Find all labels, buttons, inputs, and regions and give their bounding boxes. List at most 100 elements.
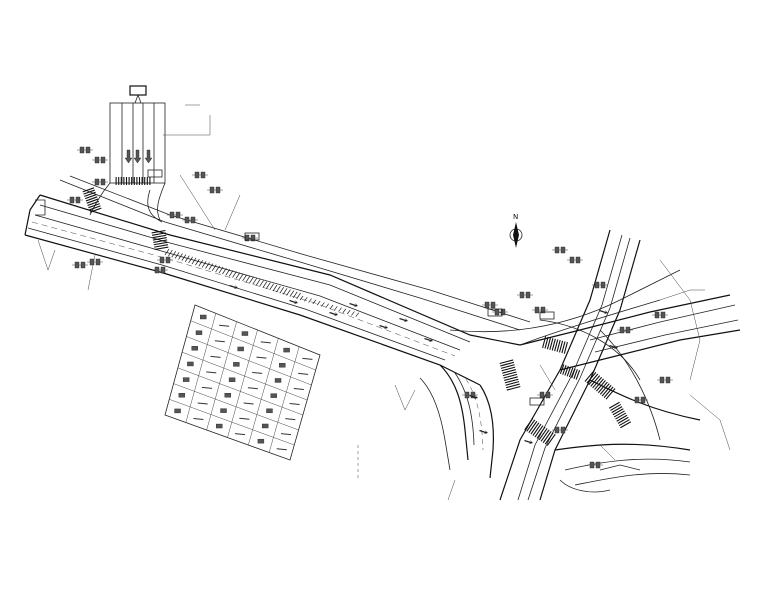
crossing-stripe — [568, 367, 574, 378]
south-branch-road — [419, 364, 495, 479]
crossing-stripe — [544, 336, 549, 349]
crossing-stripe — [599, 383, 610, 395]
lane-arrow-icon — [229, 285, 238, 289]
signal-head — [525, 291, 531, 299]
crossing-stripe — [616, 414, 628, 422]
hatch-stroke — [181, 254, 187, 261]
legend-symbol — [220, 408, 227, 413]
sign-callouts — [67, 146, 673, 469]
signal-head — [640, 396, 646, 404]
signal-head — [80, 261, 86, 269]
legend-entry-mark — [260, 341, 271, 344]
legend-symbol — [191, 346, 198, 351]
hatch-stroke — [168, 249, 173, 257]
north-label: N — [513, 213, 518, 221]
signal-head — [75, 196, 81, 204]
hatch-stroke — [269, 283, 274, 291]
crossing-stripe — [612, 408, 624, 416]
crossing-stripe — [530, 422, 540, 435]
hatch-stroke — [279, 287, 285, 294]
hatch-stroke — [198, 260, 204, 267]
legend-symbol — [283, 347, 290, 353]
crossing-stripe — [603, 386, 614, 398]
traffic-signal-icon — [587, 461, 603, 469]
hatch-stroke — [164, 248, 170, 256]
signal-head — [539, 391, 545, 399]
traffic-signal-icon — [72, 261, 88, 269]
legend-border — [164, 304, 321, 461]
signal-head — [665, 376, 671, 384]
lane-arrow-icon — [424, 338, 433, 342]
traffic-signal-icon — [552, 246, 568, 254]
hatch-stroke — [286, 289, 291, 296]
lane-arrow-icon — [399, 318, 408, 322]
crossing-stripe — [153, 239, 168, 243]
hatch-stroke — [215, 265, 220, 273]
crossing-stripe — [502, 369, 516, 374]
hatch-stroke — [225, 269, 231, 276]
crossing-stripe — [551, 338, 556, 351]
signal-head — [490, 301, 496, 309]
hatch-stroke — [312, 299, 317, 305]
crossing-stripe — [613, 410, 625, 418]
crossing-stripe — [151, 232, 166, 236]
signal-head — [554, 426, 560, 434]
crossing-stripe — [588, 373, 599, 386]
legend-symbol — [266, 408, 273, 414]
legend-entry-mark — [206, 371, 217, 374]
legend-entry-mark — [285, 418, 296, 421]
signal-head — [159, 256, 165, 264]
crossing-stripe — [586, 372, 597, 384]
lane-arrow-icon — [469, 395, 478, 399]
north-arrow-icon: N — [509, 213, 523, 248]
lane-arrow-icon — [289, 300, 298, 304]
signal-head — [200, 171, 206, 179]
traffic-signal-icon — [532, 306, 548, 314]
hatch-stroke — [228, 270, 234, 277]
crossing-stripe — [506, 385, 521, 391]
signal-head — [169, 211, 175, 219]
crossing-stripe — [154, 244, 169, 248]
signal-head — [74, 261, 80, 269]
crossing-stripe — [84, 194, 97, 200]
crossing-stripe — [85, 196, 98, 202]
legend-entry-mark — [239, 417, 250, 420]
hatch-stroke — [171, 251, 177, 258]
legend-entry-mark — [235, 433, 246, 436]
signal-head — [95, 258, 101, 266]
traffic-signal-icon — [652, 311, 668, 319]
hatch-stroke — [232, 271, 237, 278]
hatch-stroke — [218, 266, 224, 274]
crossing-stripe — [536, 426, 546, 439]
legend-entry-mark — [219, 324, 230, 327]
traffic-signal-icon — [567, 256, 583, 264]
traffic-signal-icon — [77, 146, 93, 154]
legend-entry-mark — [276, 448, 287, 451]
signal-head — [659, 376, 665, 384]
legend-symbol — [233, 362, 240, 367]
signal-head — [89, 258, 95, 266]
crossing-stripe — [526, 419, 536, 432]
legend-col-line — [268, 346, 300, 453]
signal-head — [654, 311, 660, 319]
signal-head — [594, 281, 600, 289]
crossing-stripe — [542, 336, 547, 349]
hatch-stroke — [265, 282, 271, 289]
legend-symbol — [274, 378, 282, 383]
traffic-signal-icon — [152, 266, 168, 274]
legend-symbol — [178, 393, 186, 398]
hatch-stroke — [205, 262, 210, 269]
crossing-stripe — [597, 381, 608, 394]
crossing-stripe — [153, 241, 168, 246]
signal-head — [569, 256, 575, 264]
signal-head — [79, 146, 85, 154]
traffic-signal-icon — [182, 216, 198, 224]
signal-head — [94, 156, 100, 164]
crossing-stripe — [89, 207, 102, 213]
legend-symbol — [241, 331, 249, 336]
crossing-stripe — [500, 361, 514, 367]
legend-entry-mark — [293, 387, 304, 390]
signal-head — [100, 178, 106, 186]
hatch-stroke — [296, 292, 301, 300]
hatch-stroke — [282, 288, 288, 295]
